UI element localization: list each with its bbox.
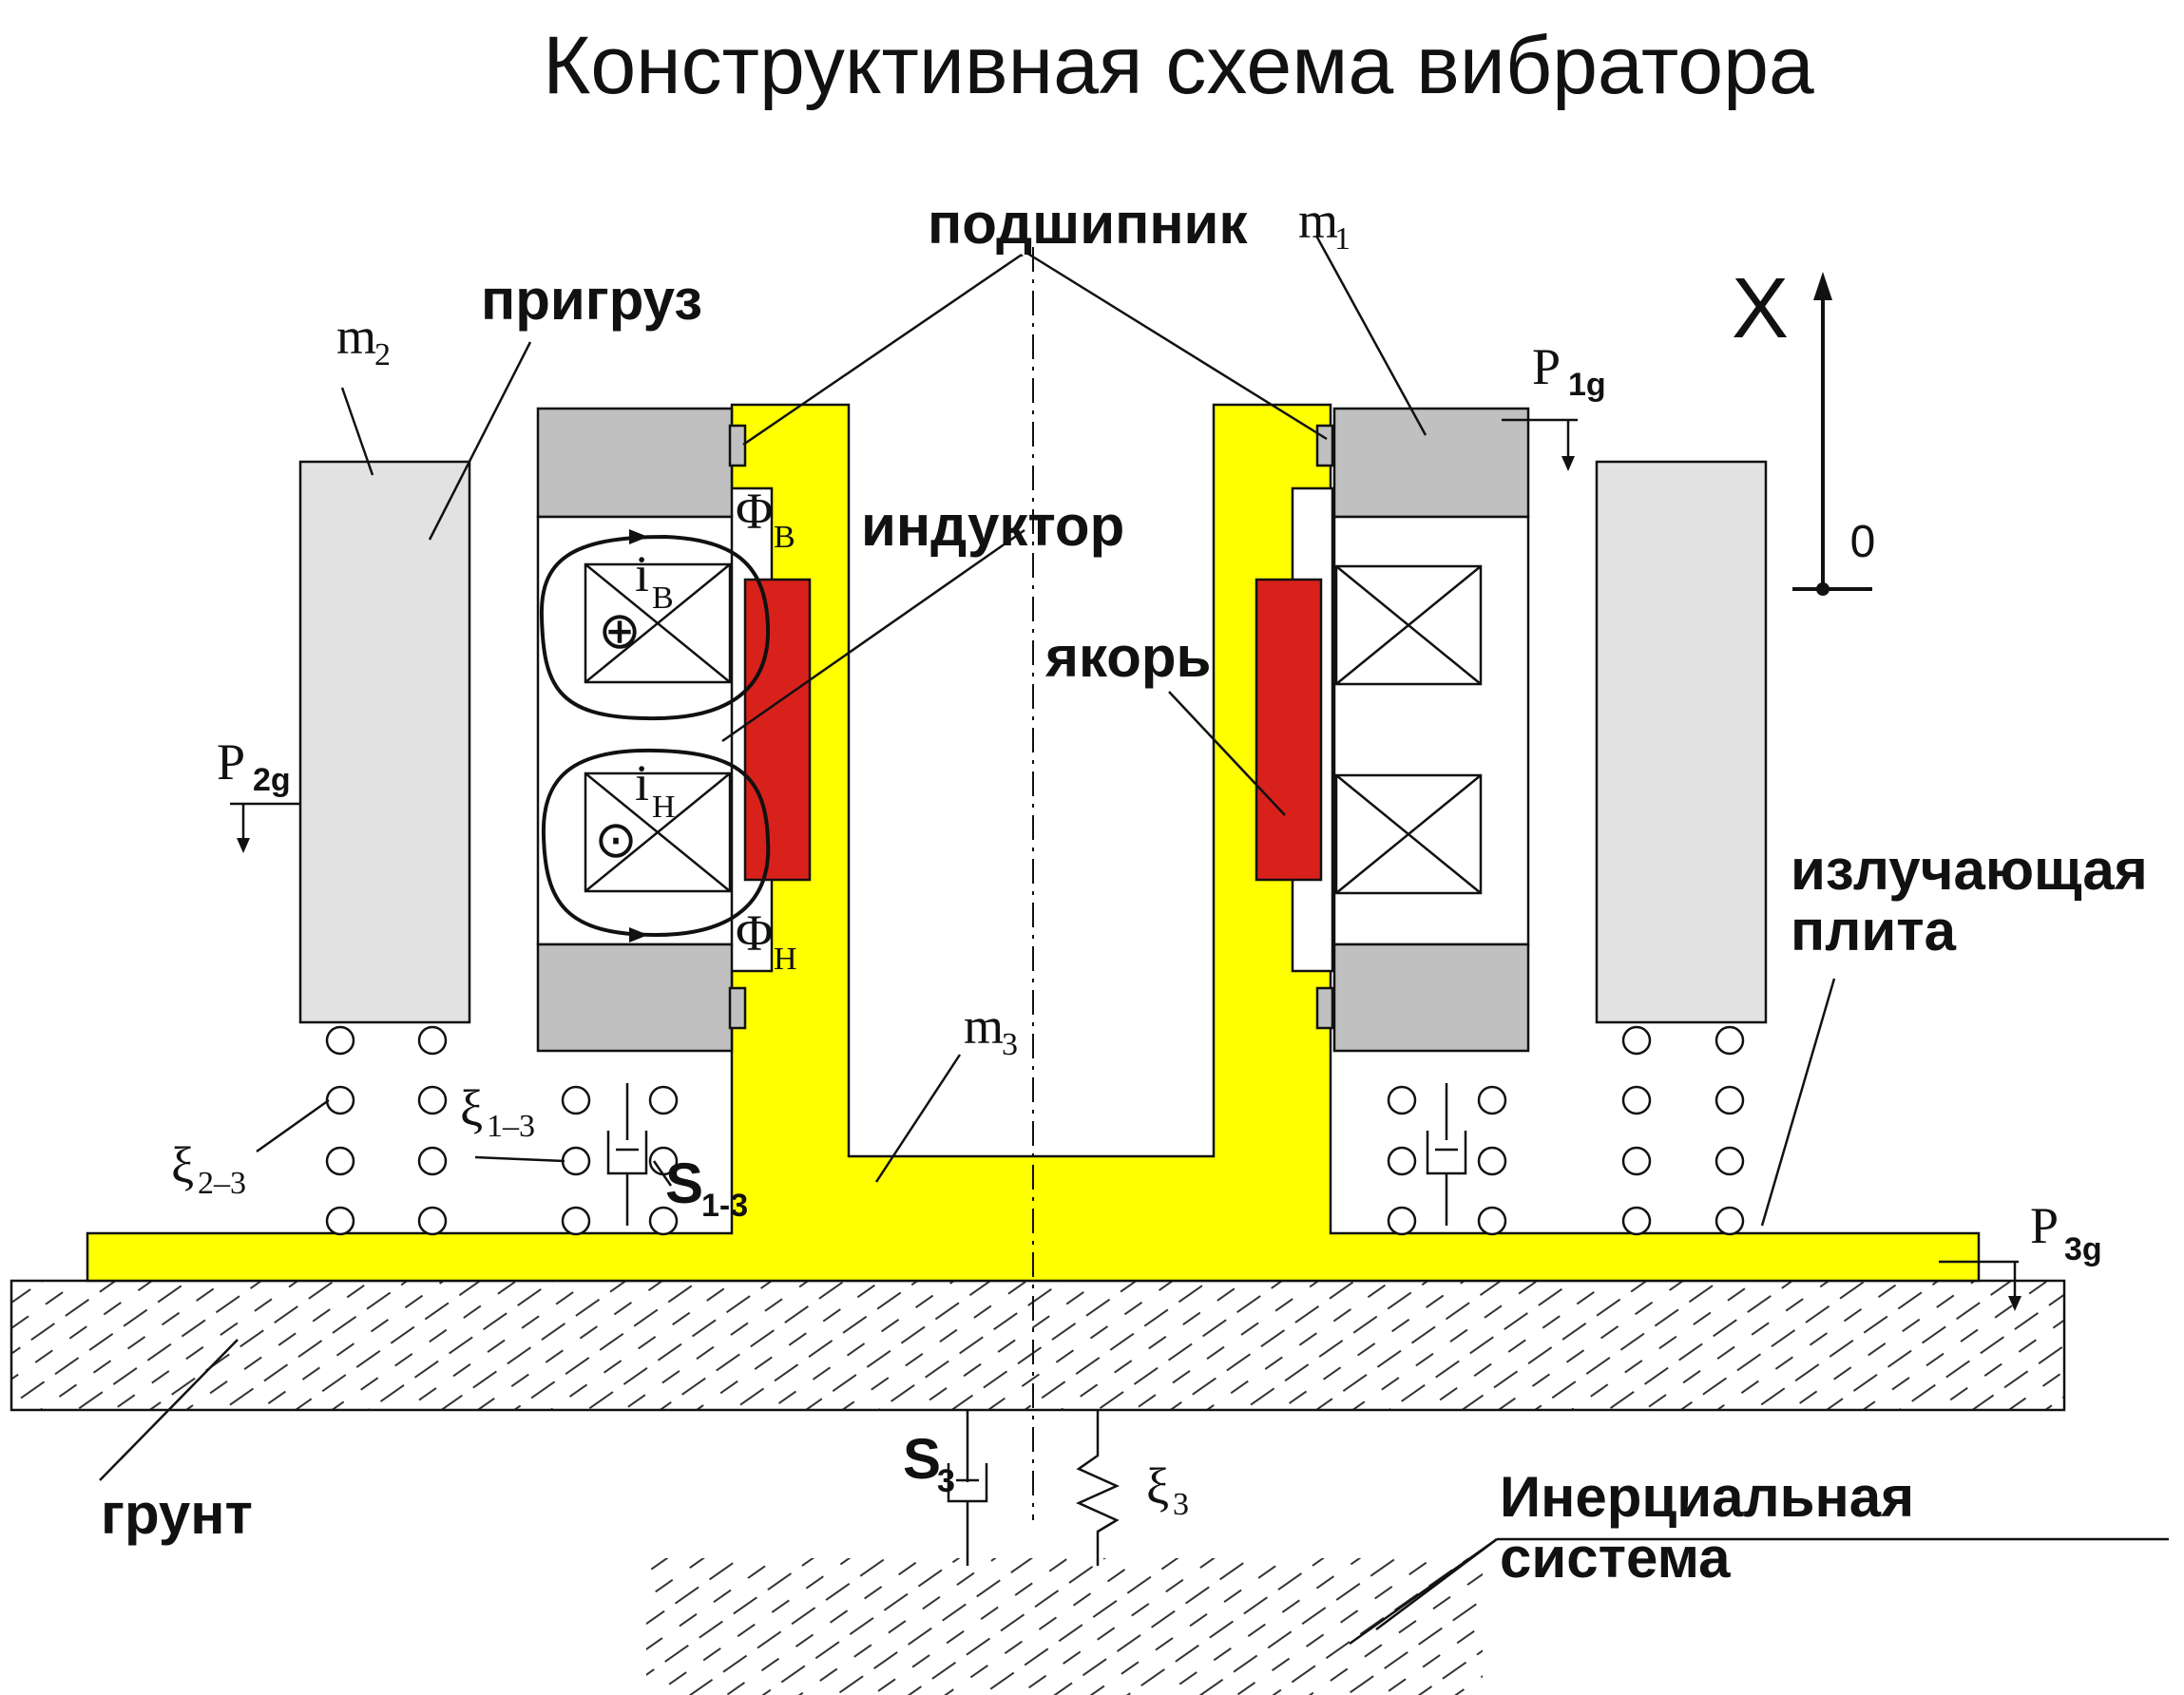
inertial-system-hatch	[646, 1558, 1483, 1695]
left-lower-pole	[536, 943, 734, 1053]
symbol-xi13: ξ 1–3	[460, 1079, 535, 1144]
svg-text:P: P	[217, 733, 245, 790]
right-armature	[1255, 578, 1323, 882]
label-ground: грунт	[101, 1482, 253, 1546]
symbol-xi23: ξ 2–3	[171, 1136, 246, 1201]
svg-text:ξ: ξ	[1146, 1457, 1169, 1514]
radiating-plate	[86, 403, 1981, 1283]
right-lower-pole	[1332, 943, 1530, 1053]
svg-text:i: i	[635, 545, 649, 602]
symbol-p1g: P 1g	[1532, 338, 1606, 403]
svg-text:3g: 3g	[2064, 1231, 2102, 1267]
x-axis-label: X	[1732, 261, 1789, 356]
damper-right	[1426, 1083, 1467, 1226]
svg-text:P: P	[2030, 1197, 2059, 1254]
flux-loop-lower	[541, 748, 771, 938]
axis-origin-label: 0	[1850, 517, 1876, 567]
symbol-phi-b: Φ В	[736, 483, 795, 555]
svg-text:S: S	[903, 1427, 941, 1491]
symbol-p3g: P 3g	[2030, 1197, 2102, 1267]
right-load-mass	[1595, 460, 1768, 1024]
label-plate-line2: плита	[1791, 899, 1957, 962]
force-arrow-p3g	[1939, 1260, 2021, 1311]
label-bearing: подшипник	[928, 192, 1248, 256]
symbol-phi-h: Φ Н	[736, 905, 797, 977]
svg-text:m: m	[336, 308, 376, 365]
svg-text:1g: 1g	[1568, 367, 1606, 403]
damper-s13-left	[606, 1083, 648, 1226]
flux-arrow-lower	[629, 927, 648, 943]
label-load: пригруз	[481, 268, 702, 332]
symbol-s3: S 3	[903, 1427, 955, 1499]
label-inductor: индуктор	[861, 494, 1124, 558]
svg-text:i: i	[635, 754, 649, 811]
svg-text:ξ: ξ	[171, 1136, 194, 1193]
x-axis	[1792, 272, 1872, 596]
right-upper-coil	[1334, 564, 1483, 686]
symbol-m2: m 2	[336, 308, 391, 372]
svg-text:1–3: 1–3	[487, 1109, 535, 1144]
symbol-m1: m 1	[1298, 192, 1351, 257]
svg-text:Н: Н	[652, 790, 676, 825]
label-plate-line1: излучающая	[1791, 838, 2148, 902]
leader-lines	[99, 235, 2169, 1646]
bearing-right-bottom	[1315, 986, 1334, 1030]
left-armature	[743, 578, 812, 882]
symbol-i-b: i В	[635, 545, 674, 616]
svg-text:2g: 2g	[253, 762, 291, 798]
right-lower-coil	[1334, 773, 1483, 895]
bearing-left-top	[728, 424, 747, 467]
left-upper-pole	[536, 407, 734, 519]
symbol-p2g: P 2g	[217, 733, 291, 798]
diagram-title: Конструктивная схема вибратора	[543, 20, 1814, 111]
current-into-mark: ⊕	[598, 602, 641, 659]
spring-xi3	[1075, 1410, 1121, 1566]
left-lower-coil	[584, 771, 732, 893]
symbol-s13: S 1-3	[665, 1152, 748, 1224]
svg-text:2: 2	[374, 337, 391, 372]
svg-text:3: 3	[1173, 1487, 1189, 1522]
bearing-right-top	[1315, 424, 1334, 467]
svg-text:В: В	[652, 581, 674, 616]
label-inertial-line2: система	[1500, 1526, 1731, 1590]
symbol-m3: m 3	[964, 998, 1018, 1062]
left-load-mass	[298, 460, 471, 1024]
symbol-xi3: ξ 3	[1146, 1457, 1189, 1522]
right-upper-pole	[1332, 407, 1530, 519]
svg-text:3: 3	[937, 1463, 955, 1499]
svg-text:m: m	[964, 998, 1004, 1055]
svg-text:P: P	[1532, 338, 1561, 395]
symbol-i-h: i Н	[635, 754, 676, 825]
left-upper-coil	[584, 562, 732, 684]
label-armature: якорь	[1044, 625, 1211, 689]
flux-loop-upper	[539, 534, 771, 721]
svg-text:Н: Н	[774, 942, 797, 977]
svg-text:В: В	[774, 520, 795, 555]
svg-text:ξ: ξ	[460, 1079, 483, 1136]
ground-layer	[10, 1279, 2066, 1412]
svg-text:2–3: 2–3	[198, 1166, 246, 1201]
svg-text:1-3: 1-3	[701, 1188, 748, 1224]
svg-text:3: 3	[1002, 1027, 1018, 1062]
svg-text:Φ: Φ	[736, 905, 773, 962]
svg-text:m: m	[1298, 192, 1338, 249]
damper-s3	[947, 1410, 988, 1566]
label-inertial-line1: Инерциальная	[1500, 1465, 1914, 1529]
svg-text:S: S	[665, 1152, 703, 1215]
svg-text:Φ: Φ	[736, 483, 773, 540]
svg-text:1: 1	[1334, 221, 1351, 257]
bearing-left-bottom	[728, 986, 747, 1030]
support-balls	[325, 1025, 1745, 1236]
force-arrow-p1g	[1502, 418, 1578, 471]
current-out-mark: ⊙	[594, 811, 637, 868]
flux-arrow-upper	[629, 529, 648, 544]
force-arrow-p2g	[230, 802, 300, 853]
